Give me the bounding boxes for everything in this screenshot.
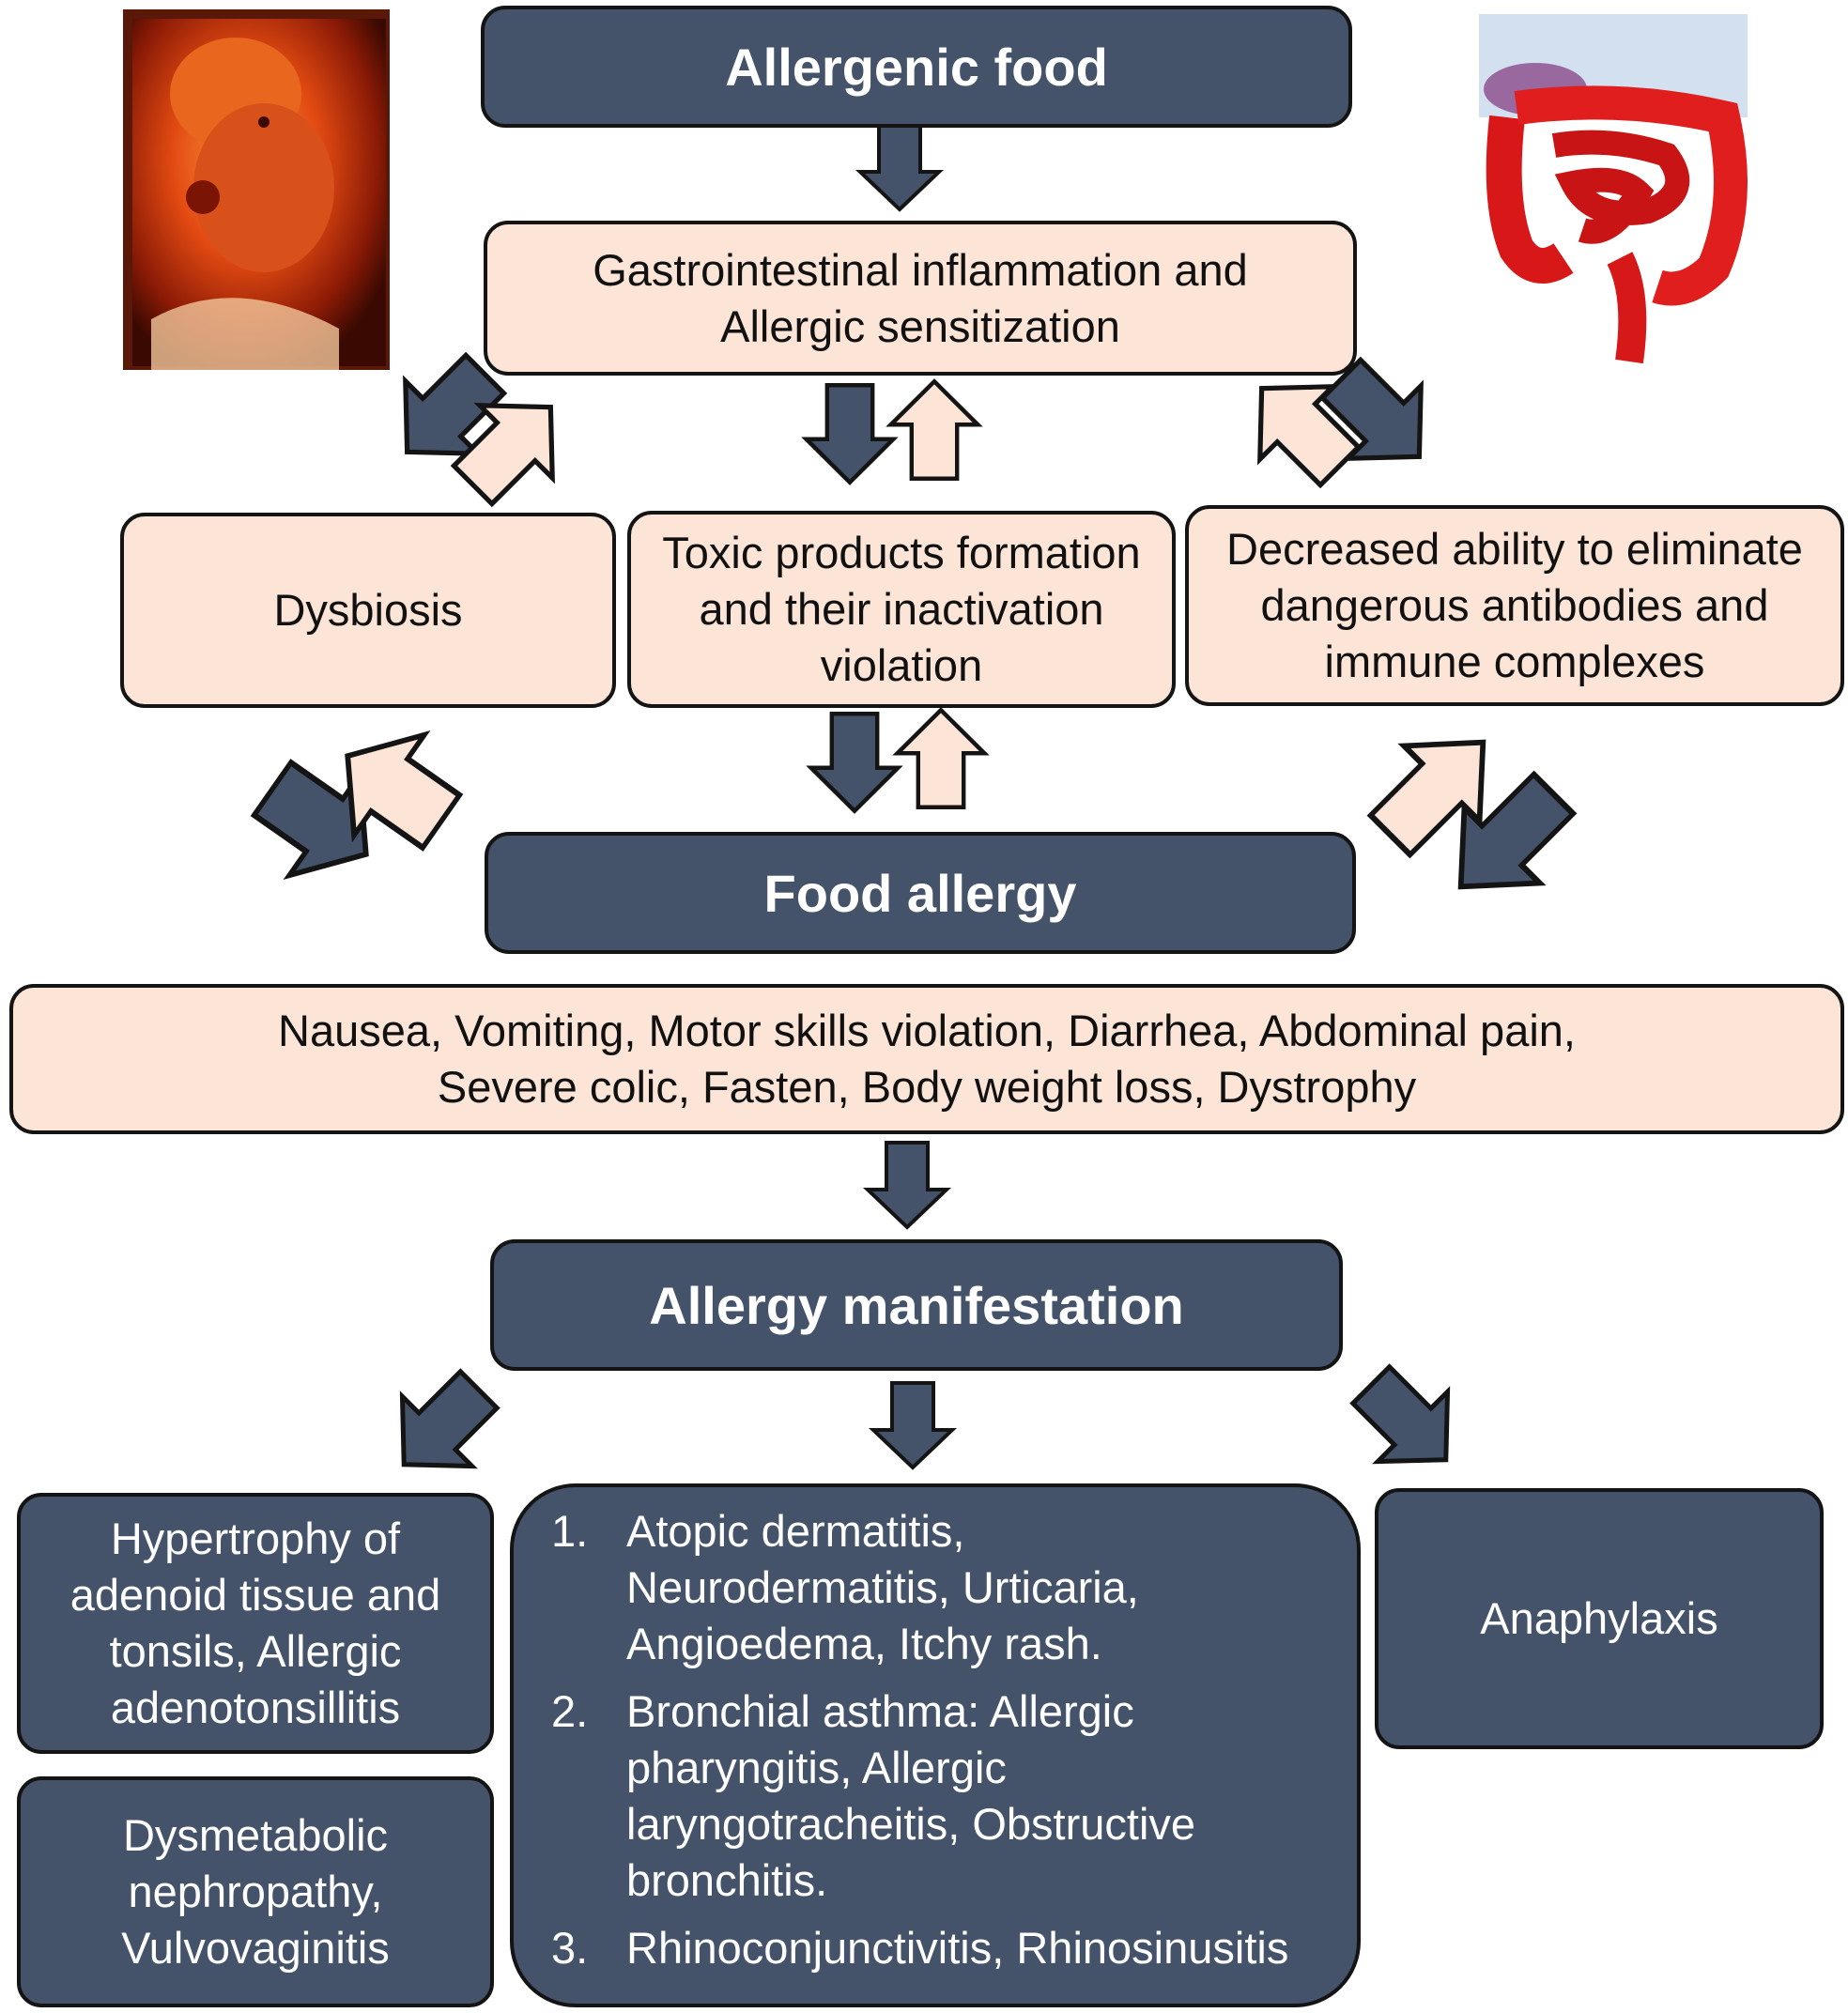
symptoms-box: Nausea, Vomiting, Motor skills violation… — [9, 984, 1844, 1134]
hypertrophy-box: Hypertrophy of adenoid tissue and tonsil… — [17, 1493, 494, 1754]
gi-inflammation-box: Gastrointestinal inflammation and Allerg… — [484, 221, 1357, 376]
arrow-down — [807, 385, 893, 483]
symptoms-label: Nausea, Vomiting, Motor skills violation… — [278, 1006, 1576, 1112]
dysbiosis-box: Dysbiosis — [120, 513, 616, 708]
manifestation-list-box: 1. Atopic dermatitis, Neurodermatitis, U… — [510, 1483, 1361, 2007]
embryo-photo — [123, 9, 390, 370]
dysmetabolic-box: Dysmetabolic nephropathy, Vulvovaginitis — [17, 1776, 494, 2007]
decreased-ability-label: Decreased ability to eliminate dangerous… — [1226, 524, 1803, 686]
list-item: 2. Bronchial asthma: Allergic pharyngiti… — [551, 1683, 1288, 1909]
list-number: 1. — [551, 1506, 589, 1556]
food-allergy-box: Food allergy — [485, 832, 1356, 954]
list-item: 1. Atopic dermatitis, Neurodermatitis, U… — [551, 1503, 1288, 1672]
list-text: Rhinoconjunctivitis, Rhinosinusitis — [626, 1923, 1289, 1973]
arrow-up — [891, 381, 978, 479]
arrow-down-left — [369, 1355, 514, 1499]
arrow-down — [811, 714, 898, 811]
list-text: Atopic dermatitis, Neurodermatitis, Urti… — [626, 1506, 1139, 1668]
allergenic-food-label: Allergenic food — [725, 37, 1108, 97]
decreased-ability-box: Decreased ability to eliminate dangerous… — [1185, 505, 1844, 706]
allergenic-food-box: Allergenic food — [481, 6, 1352, 128]
list-text: Bronchial asthma: Allergic pharyngitis, … — [626, 1686, 1196, 1905]
arrow-up — [898, 710, 984, 807]
allergy-manifestation-label: Allergy manifestation — [649, 1275, 1184, 1335]
hypertrophy-label: Hypertrophy of adenoid tissue and tonsil… — [69, 1514, 441, 1732]
list-number: 2. — [551, 1686, 589, 1736]
dysmetabolic-label: Dysmetabolic nephropathy, Vulvovaginitis — [121, 1810, 390, 1973]
list-item: 3. Rhinoconjunctivitis, Rhinosinusitis — [551, 1920, 1288, 1976]
dysbiosis-label: Dysbiosis — [273, 585, 463, 635]
anaphylaxis-box: Anaphylaxis — [1375, 1488, 1824, 1749]
arrow-down-right — [1336, 1350, 1481, 1495]
arrow-down — [871, 1381, 954, 1469]
list-number: 3. — [551, 1923, 589, 1973]
arrow-down — [858, 123, 941, 211]
manifestation-list: 1. Atopic dermatitis, Neurodermatitis, U… — [514, 1503, 1288, 1988]
arrow-down — [866, 1141, 948, 1229]
intestine-illustration — [1479, 14, 1748, 371]
toxic-products-label: Toxic products formation and their inact… — [662, 528, 1141, 690]
allergy-manifestation-box: Allergy manifestation — [490, 1239, 1343, 1371]
gi-inflammation-label: Gastrointestinal inflammation and Allerg… — [593, 244, 1248, 351]
food-allergy-label: Food allergy — [763, 863, 1077, 923]
anaphylaxis-label: Anaphylaxis — [1480, 1593, 1718, 1643]
toxic-products-box: Toxic products formation and their inact… — [627, 511, 1176, 708]
